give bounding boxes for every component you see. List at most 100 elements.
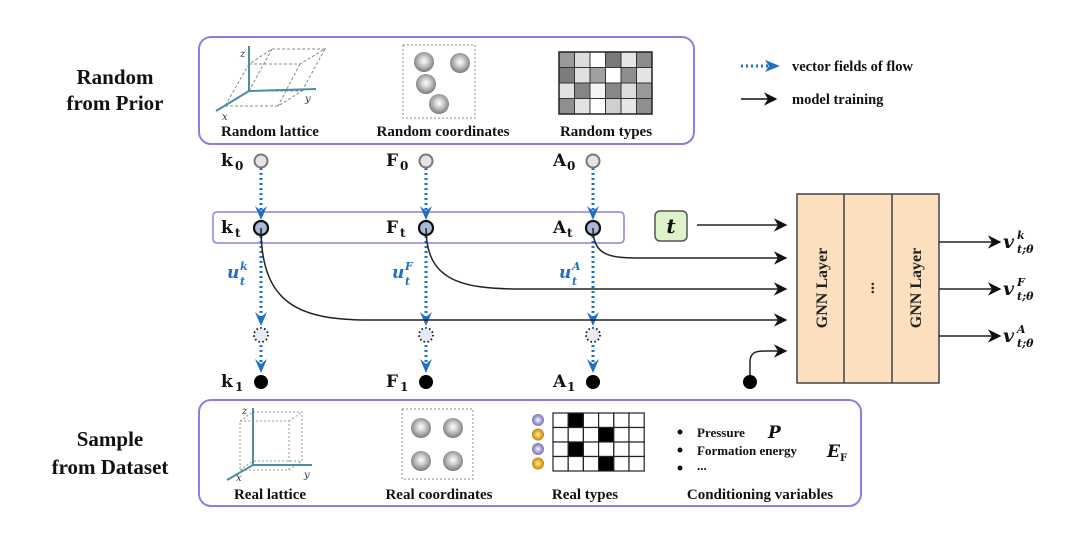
- onehot-cell: [597, 412, 615, 429]
- caption-real-coordinates: Real coordinates: [385, 487, 492, 503]
- label-A-t: A: [552, 218, 567, 238]
- label-A-0-subscript: 0: [567, 159, 575, 173]
- atom-icon: [411, 451, 431, 471]
- output-velocity-A: v: [1003, 325, 1015, 347]
- real-node-F: [419, 375, 433, 389]
- vector-field-subscript-F: t: [405, 275, 410, 288]
- type-cell: [589, 82, 606, 99]
- atom-icon: [416, 74, 436, 94]
- legend-training-label: model training: [792, 92, 884, 108]
- onehot-cell: [613, 455, 630, 472]
- type-cell: [589, 51, 606, 68]
- prior-node-F: [418, 153, 434, 169]
- type-cell: [574, 51, 591, 68]
- bullet-icon: [677, 465, 683, 471]
- axis-z-label: z: [241, 406, 248, 417]
- gnn-layer-1-label: GNN Layer: [814, 248, 831, 328]
- connection-A-to-network: [592, 227, 788, 265]
- atom-icon: [429, 94, 449, 114]
- type-cell: [605, 51, 622, 68]
- label-k-t-subscript: t: [235, 226, 241, 240]
- conditioning-pressure-symbol: P: [767, 423, 782, 443]
- onehot-cell: [582, 426, 600, 443]
- output-velocity-subscript: t;θ: [1017, 290, 1034, 303]
- connection-condition-to-network: [749, 344, 788, 382]
- type-cell: [558, 82, 575, 99]
- atoms-scatter-icon: [402, 44, 476, 119]
- onehot-cell: [597, 441, 615, 458]
- legend: vector fields of flow model training: [741, 59, 913, 108]
- type-cell: [636, 82, 653, 99]
- type-cell: [636, 51, 653, 68]
- type-grid-border: [558, 51, 653, 115]
- prior-panel-border: [198, 36, 695, 145]
- label-k-1: k: [221, 372, 234, 392]
- output-velocity-subscript: t;θ: [1017, 337, 1034, 350]
- output-velocity-superscript: F: [1016, 276, 1026, 289]
- label-k-t: k: [221, 218, 234, 238]
- label-A-t-subscript: t: [567, 226, 573, 240]
- type-cell: [620, 67, 637, 84]
- onehot-cell: [567, 426, 585, 443]
- interpolated-node-k: [253, 327, 269, 343]
- axis-y-label: y: [304, 94, 311, 105]
- onehot-cell: [628, 412, 645, 429]
- gnn-network: GNN Layer ... GNN Layer: [796, 193, 940, 384]
- flow-arrowhead-icon: [255, 359, 267, 373]
- atom-type-icon: [532, 443, 544, 455]
- type-cell: [636, 67, 653, 84]
- time-input-label: t: [666, 214, 676, 238]
- type-cell: [605, 82, 622, 99]
- flow-arrowhead-icon: [420, 206, 432, 220]
- prior-node-k: [253, 153, 269, 169]
- time-input-box: t: [654, 210, 688, 242]
- gnn-layer-ellipsis-label: ...: [861, 282, 878, 294]
- label-A-1-subscript: 1: [567, 380, 575, 394]
- dataset-panel-border: [198, 399, 862, 507]
- conditioning-list: Pressure P Formation energy E F ...: [677, 423, 847, 473]
- caption-random-coordinates: Random coordinates: [377, 124, 510, 140]
- atom-icon: [450, 53, 470, 73]
- caption-real-lattice: Real lattice: [234, 487, 306, 503]
- label-k-1-subscript: 1: [235, 380, 243, 394]
- atom-icon: [411, 418, 431, 438]
- flow-arrowhead-icon: [587, 206, 599, 220]
- onehot-cell: [597, 426, 615, 443]
- type-cell: [620, 98, 637, 115]
- type-cell: [620, 51, 637, 68]
- onehot-cell: [567, 441, 585, 458]
- training-connections: [260, 218, 788, 382]
- skewed-lattice-icon: z y x: [215, 46, 327, 123]
- legend-flow-label: vector fields of flow: [792, 59, 913, 75]
- dataset-row-label-line1: Sample: [77, 427, 144, 451]
- conditioning-formation-energy-label: Formation energy: [697, 443, 798, 458]
- real-node-k: [254, 375, 268, 389]
- label-F-0: F: [386, 151, 398, 171]
- interpolated-node-F: [418, 327, 434, 343]
- onehot-cell: [567, 455, 585, 472]
- axis-x-label: x: [222, 112, 228, 123]
- condition-node: [743, 375, 757, 389]
- vector-field-superscript-F: F: [404, 260, 414, 273]
- gnn-network-box: [796, 193, 940, 384]
- onehot-cell: [597, 455, 615, 472]
- caption-conditioning-variables: Conditioning variables: [687, 487, 833, 503]
- vector-field-label-A: u: [559, 263, 571, 283]
- atom-icon: [443, 418, 463, 438]
- bullet-icon: [677, 429, 683, 435]
- onehot-cell: [582, 455, 600, 472]
- axis-z-label: z: [239, 49, 246, 60]
- type-cell: [558, 51, 575, 68]
- onehot-grid-icon: [532, 412, 645, 472]
- label-F-0-subscript: 0: [400, 159, 408, 173]
- onehot-cell: [613, 426, 630, 443]
- type-cell: [574, 82, 591, 99]
- atom-icon: [443, 451, 463, 471]
- flow-arrowhead-icon: [587, 359, 599, 373]
- conditioning-formation-energy-subscript: F: [840, 453, 847, 464]
- flow-arrowhead-icon: [587, 312, 599, 326]
- vector-field-label-F: u: [392, 263, 404, 283]
- type-cell: [574, 67, 591, 84]
